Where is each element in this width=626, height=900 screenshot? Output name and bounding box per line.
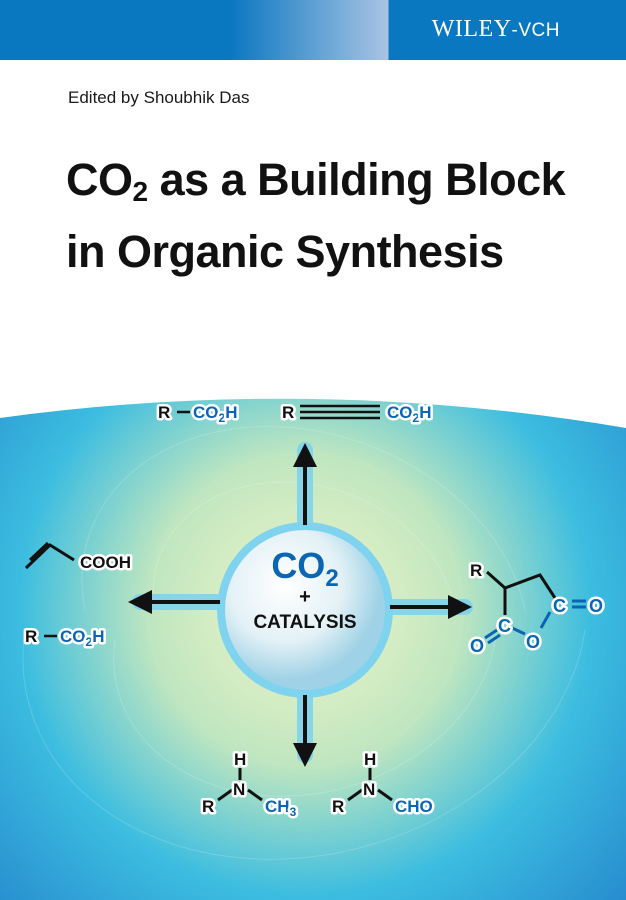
publisher-logo: WILEY-VCH: [431, 16, 560, 42]
product-formamide: H N R CHO: [330, 748, 436, 819]
svg-text:H: H: [364, 750, 376, 769]
svg-text:O: O: [526, 632, 540, 652]
svg-text:O: O: [470, 636, 484, 656]
svg-text:COOH: COOH: [80, 553, 131, 572]
svg-text:R: R: [332, 797, 344, 816]
product-n-methylamine: H N R CH3: [200, 748, 300, 822]
svg-text:CO2H: CO2H: [193, 403, 237, 425]
svg-text:N: N: [233, 780, 245, 799]
svg-text:CH3: CH3: [265, 797, 297, 819]
svg-text:CHO: CHO: [395, 797, 433, 816]
swirl-lines: [22, 426, 586, 860]
svg-text:O: O: [589, 596, 603, 616]
svg-text:R: R: [25, 627, 37, 646]
product-carboxylic-acid-top: R CO2H: [156, 401, 240, 428]
svg-text:R: R: [282, 403, 294, 422]
reaction-arrows: [128, 443, 472, 767]
svg-text:N: N: [363, 780, 375, 799]
product-acrylic-acid: COOH: [24, 541, 134, 575]
editor-credit: Edited by Shoubhik Das: [68, 88, 250, 107]
svg-text:R: R: [158, 403, 170, 422]
center-catalysis: CATALYSIS: [253, 612, 356, 633]
svg-text:C: C: [498, 616, 511, 636]
svg-text:C: C: [553, 596, 566, 616]
product-alkynoic-acid: R CO2H: [280, 401, 434, 428]
svg-text:CO2H: CO2H: [60, 627, 104, 649]
svg-text:R: R: [470, 561, 482, 580]
center-co2: CO2: [271, 545, 338, 592]
product-succinic-anhydride: R C C O O O: [468, 559, 606, 659]
product-carboxylic-acid-left: R CO2H: [23, 625, 107, 652]
book-title: CO2 as a Building Block in Organic Synth…: [66, 154, 566, 277]
svg-text:H: H: [234, 750, 246, 769]
center-plus: +: [299, 586, 311, 608]
svg-text:R: R: [202, 797, 214, 816]
svg-text:CO2H: CO2H: [387, 403, 431, 425]
publisher-banner: [0, 0, 626, 60]
